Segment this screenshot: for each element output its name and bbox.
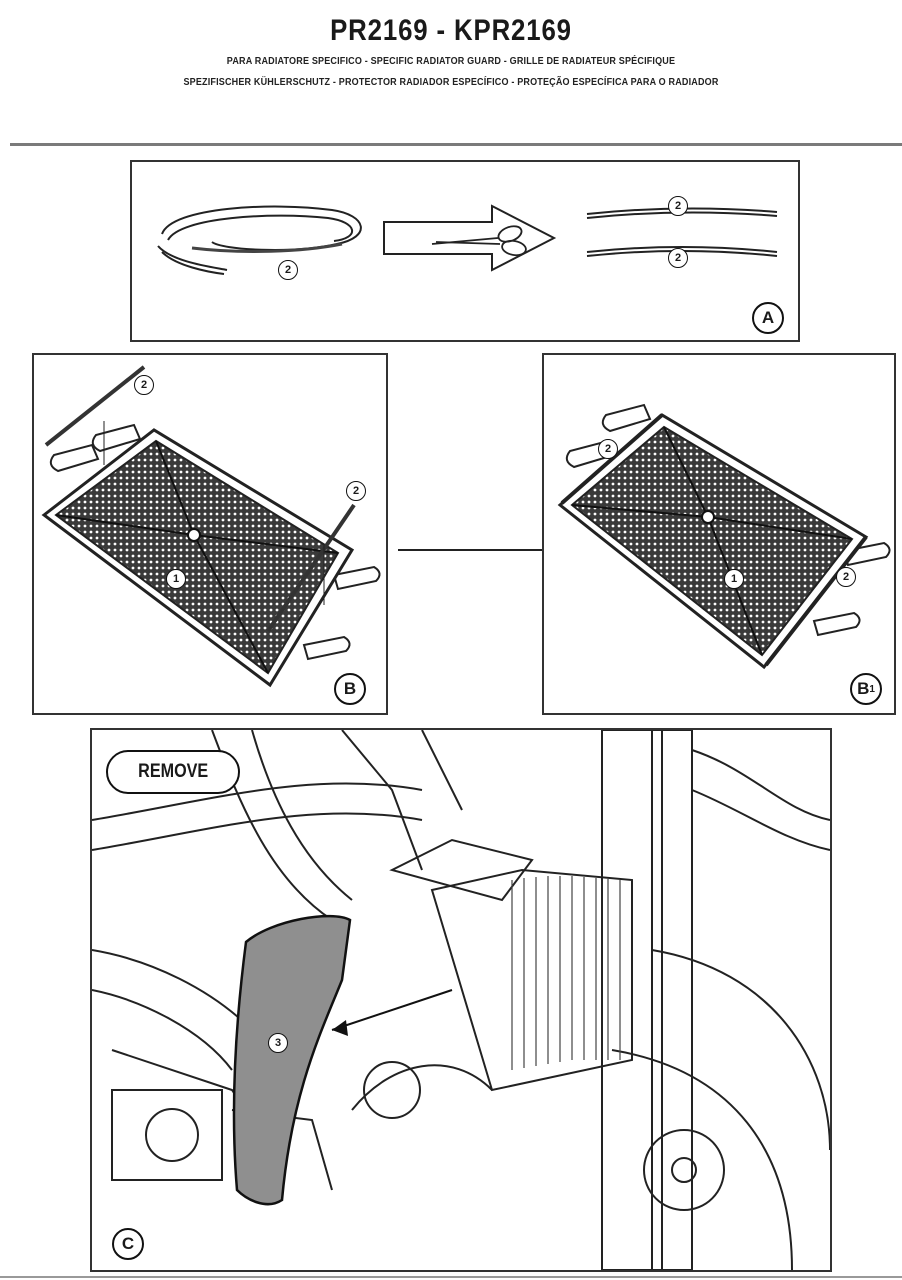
subtitle-line-2: SPEZIFISCHER KÜHLERSCHUTZ - PROTECTOR RA… (183, 76, 719, 88)
callout-cover: 3 (268, 1033, 288, 1053)
panel-b1-illustration (557, 403, 891, 670)
panel-b-illustration (41, 365, 381, 688)
callout-strip-left: 2 (134, 375, 154, 395)
remove-label: REMOVE (106, 750, 240, 794)
panel-c-label: C (112, 1228, 144, 1260)
panel-b: 2 2 1 B (32, 353, 388, 715)
panel-c: REMOVE 3 C (90, 728, 832, 1272)
panel-a-label: A (752, 302, 784, 334)
callout-right: 2 (836, 567, 856, 587)
subtitle-line-1: PARA RADIATORE SPECIFICO - SPECIFIC RADI… (226, 55, 676, 67)
footer-divider (0, 1276, 902, 1278)
callout-strip: 2 (278, 260, 298, 280)
callout-left: 2 (598, 439, 618, 459)
callout-guard: 1 (166, 569, 186, 589)
callout-guard: 1 (724, 569, 744, 589)
panel-a: 2 2 2 A (130, 160, 800, 342)
b-to-b1-arrow (398, 544, 558, 556)
callout-cut-top: 2 (668, 196, 688, 216)
page-title: PR2169 - KPR2169 (330, 14, 572, 47)
panel-c-illustration (92, 730, 830, 1270)
callout-strip-right: 2 (346, 481, 366, 501)
callout-cut-bottom: 2 (668, 248, 688, 268)
panel-a-illustration (157, 204, 778, 275)
header-divider (10, 143, 902, 146)
panel-b-label: B (334, 673, 366, 705)
